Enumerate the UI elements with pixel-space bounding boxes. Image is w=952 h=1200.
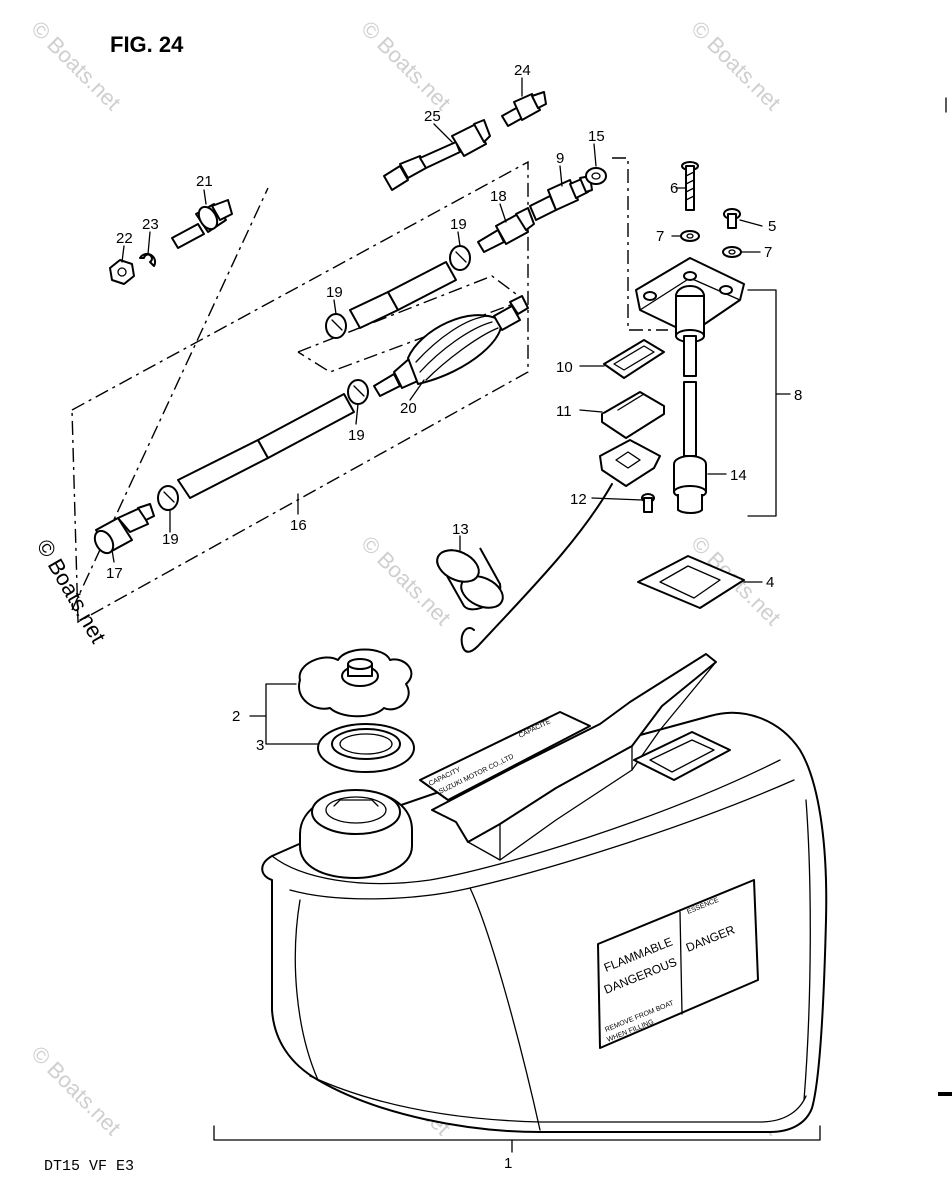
figure-title: FIG. 24 — [110, 32, 184, 57]
nut-22 — [109, 259, 135, 285]
cover-11 — [601, 391, 665, 439]
callout-25: 25 — [424, 108, 441, 125]
callout-1: 1 — [504, 1155, 512, 1172]
hose-25 — [383, 119, 491, 191]
callout-13: 13 — [452, 521, 469, 538]
screw-5 — [723, 208, 741, 229]
cap-gasket-3 — [317, 723, 415, 773]
callout-18: 18 — [490, 188, 507, 205]
hose-clamp-19 — [347, 379, 369, 405]
float-14 — [673, 455, 707, 514]
fitting-24 — [501, 91, 547, 127]
hose-segment — [349, 261, 457, 329]
bracket-1 — [213, 1125, 821, 1141]
callout-10: 10 — [556, 359, 573, 376]
float-13 — [436, 547, 504, 611]
hose-clamp-19 — [325, 313, 347, 339]
callout-9: 9 — [556, 150, 564, 167]
callout-20: 20 — [400, 400, 417, 417]
callout-22: 22 — [116, 230, 133, 247]
hose-clamp-19 — [449, 245, 471, 271]
callout-17: 17 — [106, 565, 123, 582]
callout-24: 24 — [514, 62, 531, 79]
bracket-8 — [747, 289, 777, 517]
callout-19: 19 — [162, 531, 179, 548]
watermark: © Boats.net — [686, 16, 785, 115]
callout-8: 8 — [794, 387, 802, 404]
fuel-tank-1: CAPACITY SUZUKI MOTOR CO.,LTD CAPACITE F… — [261, 653, 828, 1133]
fitting-9 — [529, 175, 593, 221]
float-rod — [460, 483, 613, 653]
hose-connector-21 — [171, 199, 233, 249]
fuel-cap-2 — [298, 648, 413, 718]
callout-3: 3 — [256, 737, 264, 754]
gasket-10 — [603, 339, 665, 379]
leader-lines — [111, 77, 791, 583]
washer-7 — [722, 246, 742, 258]
callout-2: 2 — [232, 708, 240, 725]
callout-12: 12 — [570, 491, 587, 508]
callout-15: 15 — [588, 128, 605, 145]
gasket-4 — [637, 555, 745, 609]
callouts: 1 2 3 4 5 6 7 7 8 9 10 11 12 13 14 15 16… — [106, 62, 802, 1172]
washer-15 — [585, 167, 607, 185]
callout-4: 4 — [766, 574, 774, 591]
watermark: © Boats.net — [356, 16, 455, 115]
callout-5: 5 — [768, 218, 776, 235]
callout-14: 14 — [730, 467, 747, 484]
screw-6 — [681, 161, 699, 211]
fuel-hose-16 — [177, 393, 355, 499]
callout-16: 16 — [290, 517, 307, 534]
fuel-gauge-8 — [635, 257, 745, 457]
primer-bulb-20 — [373, 295, 529, 397]
callout-7: 7 — [656, 228, 664, 245]
page-mark — [938, 1092, 952, 1096]
washer-7 — [680, 230, 700, 242]
watermark: © Boats.net — [26, 1041, 125, 1140]
callout-21: 21 — [196, 173, 213, 190]
callout-7: 7 — [764, 244, 772, 261]
callout-19: 19 — [348, 427, 365, 444]
callout-23: 23 — [142, 216, 159, 233]
bracket-2-3 — [265, 683, 319, 745]
callout-6: 6 — [670, 180, 678, 197]
callout-11: 11 — [556, 403, 572, 420]
model-code: DT15 VF E3 — [44, 1158, 134, 1175]
callout-19: 19 — [326, 284, 343, 301]
connector-18 — [477, 207, 535, 253]
connector-17 — [93, 503, 155, 555]
washer-23 — [139, 252, 157, 267]
callout-19: 19 — [450, 216, 467, 233]
watermark: © Boats.net — [356, 531, 455, 630]
watermark: © Boats.net — [26, 16, 125, 115]
bracket-12 — [599, 439, 661, 513]
hose-clamp-19 — [157, 485, 179, 511]
